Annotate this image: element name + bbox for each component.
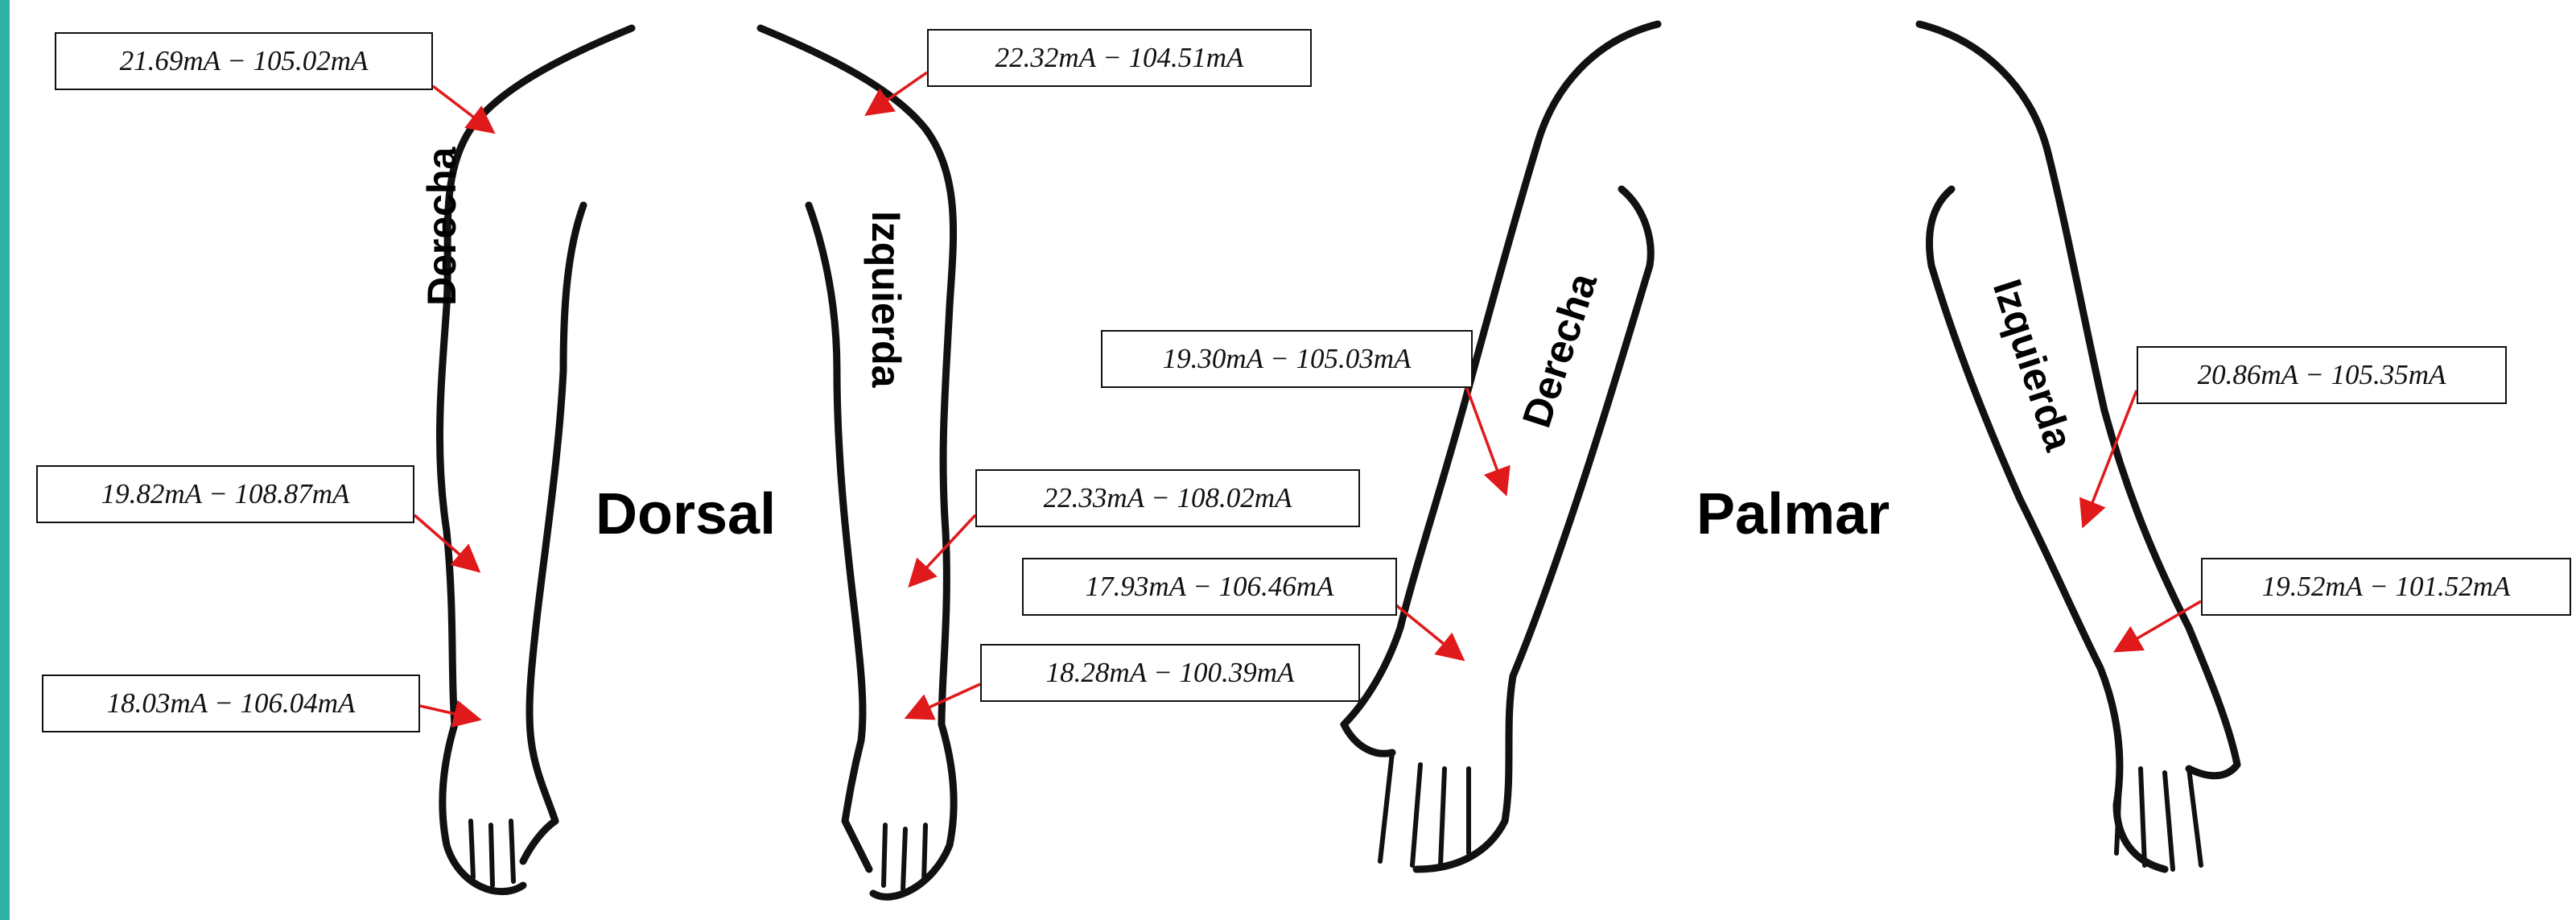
dorsal-left-arm [760, 28, 954, 897]
dorsal-view-label: Dorsal [596, 481, 776, 547]
palmar-left-arm [1919, 24, 2237, 869]
measurement-palmar-left-wrist: 19.52mA − 101.52mA [2201, 558, 2571, 616]
measurement-palmar-left-forearm: 20.86mA − 105.35mA [2137, 346, 2507, 404]
measurement-dorsal-right-wrist: 18.03mA − 106.04mA [42, 675, 420, 732]
arrow-palmar-right-wrist [1396, 605, 1461, 658]
measurement-dorsal-left-upper: 22.32mA − 104.51mA [927, 29, 1312, 87]
measurement-dorsal-left-forearm: 22.33mA − 108.02mA [975, 469, 1360, 527]
palmar-right-arm [1344, 24, 1658, 869]
dorsal-right-arm [439, 28, 632, 892]
dorsal-left-arm-label: Izquierda [863, 211, 909, 387]
measurement-dorsal-right-forearm: 19.82mA − 108.87mA [36, 465, 414, 523]
measurement-palmar-right-wrist: 17.93mA − 106.46mA [1022, 558, 1397, 616]
arrow-dorsal-right-wrist [420, 706, 476, 719]
arrow-palmar-left-forearm [2084, 390, 2137, 523]
arrow-dorsal-left-upper [869, 72, 927, 113]
measurement-dorsal-left-wrist: 18.28mA − 100.39mA [980, 644, 1360, 702]
arrow-palmar-right-forearm [1466, 386, 1505, 491]
measurement-dorsal-right-upper: 21.69mA − 105.02mA [55, 32, 433, 90]
dorsal-right-arm-label: Derecha [418, 147, 465, 306]
measurement-arrows [414, 72, 2201, 719]
arrow-dorsal-right-upper [433, 86, 491, 130]
palmar-view-label: Palmar [1696, 481, 1890, 547]
measurement-palmar-right-forearm: 19.30mA − 105.03mA [1101, 330, 1473, 388]
